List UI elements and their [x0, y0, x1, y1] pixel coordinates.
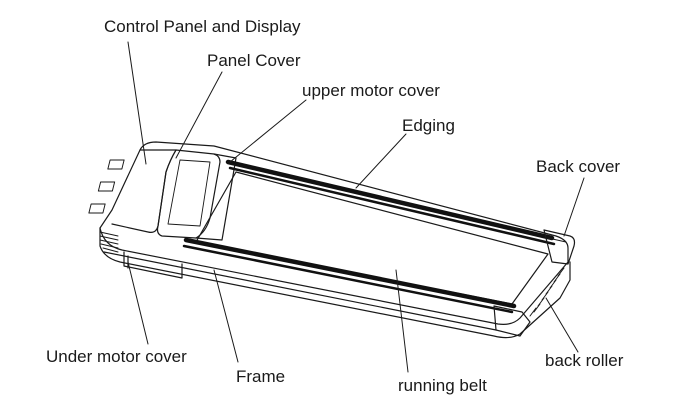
upper-motor-cover	[195, 153, 237, 241]
leader-running-belt	[395, 269, 409, 373]
panel-cover	[156, 149, 221, 239]
label-running-belt: running belt	[398, 376, 487, 395]
leader-under-motor-cover	[127, 261, 149, 345]
leader-upper-motor-cover	[229, 99, 307, 163]
panel-cover-inner	[167, 159, 211, 227]
leader-back-roller	[545, 297, 579, 353]
leader-edging	[355, 133, 407, 189]
frame-bottom-edge	[103, 251, 497, 331]
label-back-cover: Back cover	[536, 157, 621, 176]
deck-outline	[99, 141, 569, 325]
leader-lines	[127, 41, 585, 373]
label-edging: Edging	[402, 116, 455, 135]
label-back-roller: back roller	[545, 351, 624, 370]
display-windows	[88, 159, 125, 214]
leader-panel-cover	[175, 71, 223, 159]
label-frame: Frame	[236, 367, 286, 386]
edging-top	[225, 159, 556, 246]
back-cover-edge	[547, 237, 567, 243]
back-cover	[543, 229, 576, 265]
leader-control-panel	[127, 41, 147, 165]
edging-bottom	[182, 237, 517, 314]
back-corner-cap	[493, 305, 531, 337]
leader-frame	[213, 269, 239, 363]
label-control-panel: Control Panel and Display	[104, 17, 301, 36]
label-upper-motor-cover: upper motor cover	[302, 81, 440, 100]
control-panel	[111, 149, 177, 233]
motor-vents	[99, 231, 119, 253]
label-panel-cover: Panel Cover	[207, 51, 301, 70]
frame-side	[99, 227, 571, 339]
under-motor-cover	[123, 251, 183, 279]
label-under-motor-cover: Under motor cover	[46, 347, 187, 366]
back-roller	[529, 267, 565, 317]
leader-back-cover	[563, 177, 585, 237]
